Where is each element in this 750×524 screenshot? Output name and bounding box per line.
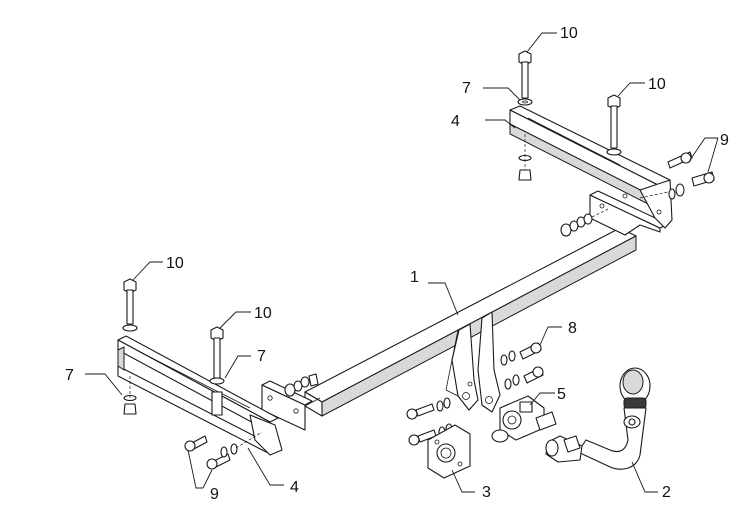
bolt-9-left	[184, 431, 263, 470]
electrical-socket	[491, 395, 557, 443]
tow-ball-coupler	[545, 435, 583, 463]
callout-7-top: 7	[462, 80, 471, 97]
socket-plate	[427, 424, 471, 479]
center-hitch-bracket	[445, 311, 501, 413]
callout-9-left: 9	[210, 486, 219, 503]
callout-10-middle-left: 10	[254, 305, 272, 322]
callout-4-right-arm: 4	[451, 113, 460, 130]
bolt-9-right	[639, 151, 715, 200]
nut-under-right-arm	[518, 134, 532, 181]
right-side-arm	[509, 105, 673, 229]
callout-2: 2	[662, 484, 671, 501]
washer-7-top-right	[606, 148, 622, 156]
callout-3: 3	[482, 484, 491, 501]
callout-10-left: 10	[166, 255, 184, 272]
callout-9-right: 9	[720, 132, 729, 149]
bolt-10-left	[123, 278, 137, 325]
main-cross-beam	[304, 227, 637, 417]
beam-left-fastener-stack	[284, 373, 319, 397]
callout-7-middle-left: 7	[257, 348, 266, 365]
washer-7-top	[517, 98, 533, 106]
bolt-10-top-left	[518, 50, 532, 99]
callout-7-left: 7	[65, 367, 74, 384]
washer-7-middle-left	[209, 377, 225, 385]
tow-ball-neck	[577, 367, 651, 470]
bolt-10-middle-left	[210, 326, 224, 379]
bolt-8-lower	[504, 366, 544, 390]
callout-5: 5	[557, 386, 566, 403]
callout-8: 8	[568, 320, 577, 337]
nut-under-left-arm	[123, 376, 223, 416]
callout-10-top-right: 10	[648, 76, 666, 93]
washer-7-left	[122, 324, 138, 332]
callout-4-left-arm: 4	[290, 479, 299, 496]
callout-10-top-left: 10	[560, 25, 578, 42]
callout-leaders	[85, 32, 719, 493]
beam-right-fastener-stack	[560, 207, 611, 237]
bolt-8-upper	[500, 342, 542, 366]
bolt-10-top-right	[607, 94, 621, 149]
callout-1: 1	[410, 269, 419, 286]
left-side-arm	[117, 335, 283, 456]
